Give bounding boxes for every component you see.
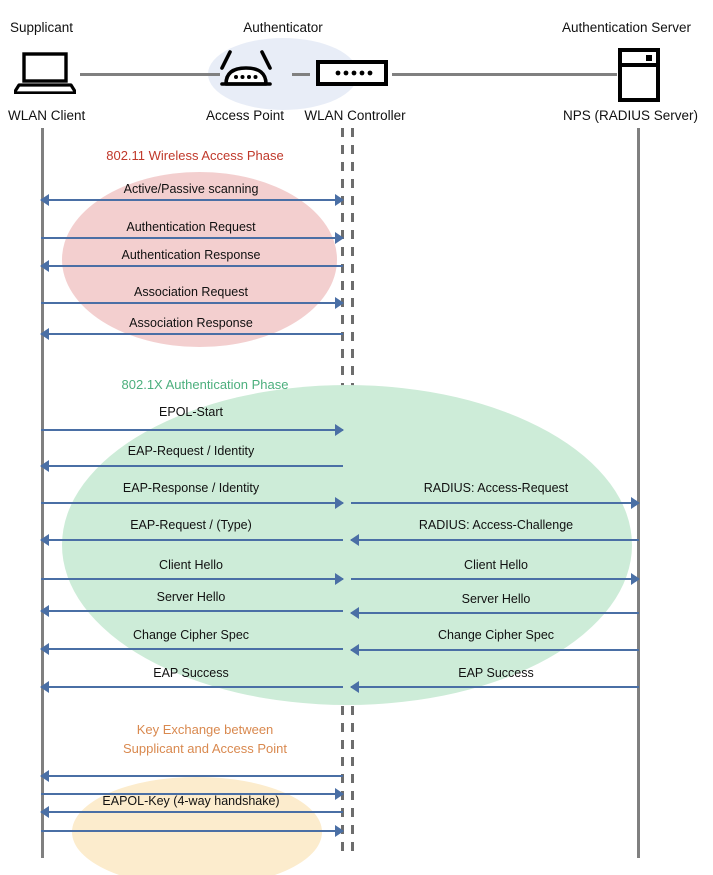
msg-arrow-left-15 — [40, 806, 343, 818]
phase-title-key-exchange-line1: Key Exchange between — [136, 722, 274, 737]
msg-arrow-left-10 — [40, 605, 343, 617]
lifeline-supplicant — [41, 128, 44, 858]
msg-arrow-left-4 — [40, 328, 343, 340]
actor-role-supplicant: Supplicant — [10, 20, 74, 35]
link-ap-to-controller — [292, 73, 310, 76]
msg-arrow-left-2 — [40, 260, 343, 272]
msg-label-left-8: EAP-Request / (Type) — [130, 518, 252, 532]
msg-label-left-2: Authentication Response — [121, 248, 261, 262]
wlan-controller-icon — [316, 60, 388, 86]
msg-label-left-3: Association Request — [134, 285, 248, 299]
msg-arrow-right-5 — [350, 681, 639, 693]
msg-arrow-left-8 — [40, 534, 343, 546]
msg-arrow-left-3 — [41, 297, 344, 309]
msg-arrow-left-12 — [40, 681, 343, 693]
wireless-access-point-icon — [218, 46, 274, 90]
msg-label-left-15: EAPOL-Key (4-way handshake) — [102, 794, 280, 808]
msg-arrow-left-5 — [41, 424, 344, 436]
msg-arrow-right-0 — [351, 497, 640, 509]
msg-arrow-right-1 — [350, 534, 639, 546]
msg-label-right-2: Client Hello — [464, 558, 528, 572]
actor-name-wlan-controller: WLAN Controller — [304, 108, 406, 123]
lifeline-authentication-server — [637, 128, 640, 858]
msg-arrow-right-2 — [351, 573, 640, 585]
msg-arrow-right-3 — [350, 607, 639, 619]
phase-blob-dot1x-authentication — [62, 385, 632, 705]
actor-name-access-point: Access Point — [205, 108, 285, 123]
msg-label-left-4: Association Response — [129, 316, 253, 330]
msg-label-left-7: EAP-Response / Identity — [122, 481, 260, 495]
msg-arrow-left-14 — [41, 788, 344, 800]
msg-arrow-left-7 — [41, 497, 344, 509]
phase-blob-wireless-access — [62, 172, 337, 347]
msg-arrow-left-13 — [40, 770, 343, 782]
msg-label-left-0: Active/Passive scanning — [123, 182, 259, 196]
msg-label-right-4: Change Cipher Spec — [437, 628, 555, 642]
msg-label-right-3: Server Hello — [461, 592, 531, 606]
phase-title-wireless-access: 802.11 Wireless Access Phase — [106, 148, 284, 163]
msg-label-left-5: EPOL-Start — [159, 405, 223, 419]
msg-arrow-left-0b — [41, 194, 344, 206]
msg-arrow-left-9 — [41, 573, 344, 585]
actor-name-nps-radius-server: NPS (RADIUS Server) — [562, 108, 699, 123]
msg-label-left-10: Server Hello — [156, 590, 226, 604]
msg-arrow-left-1 — [41, 232, 344, 244]
msg-label-left-9: Client Hello — [159, 558, 223, 572]
msg-arrow-left-6 — [40, 460, 343, 472]
server-icon — [617, 48, 661, 102]
actor-role-authenticator: Authenticator — [243, 20, 323, 35]
msg-label-left-1: Authentication Request — [126, 220, 256, 234]
msg-label-left-12: EAP Success — [153, 666, 229, 680]
phase-title-key-exchange-line2: Supplicant and Access Point — [122, 741, 288, 756]
msg-label-right-0: RADIUS: Access-Request — [423, 481, 569, 495]
link-client-to-ap — [80, 73, 220, 76]
actor-name-wlan-client: WLAN Client — [8, 108, 86, 123]
msg-label-left-11: Change Cipher Spec — [132, 628, 250, 642]
msg-arrow-left-11 — [40, 643, 343, 655]
actor-role-authentication-server: Authentication Server — [561, 20, 692, 35]
link-controller-to-server — [392, 73, 617, 76]
msg-arrow-right-4 — [350, 644, 639, 656]
phase-blob-key-exchange — [72, 777, 322, 875]
msg-arrow-left-16 — [41, 825, 344, 837]
phase-title-dot1x-authentication: 802.1X Authentication Phase — [121, 377, 289, 392]
msg-label-left-6: EAP-Request / Identity — [127, 444, 255, 458]
laptop-icon — [14, 52, 76, 94]
msg-label-right-1: RADIUS: Access-Challenge — [418, 518, 574, 532]
msg-label-right-5: EAP Success — [458, 666, 534, 680]
